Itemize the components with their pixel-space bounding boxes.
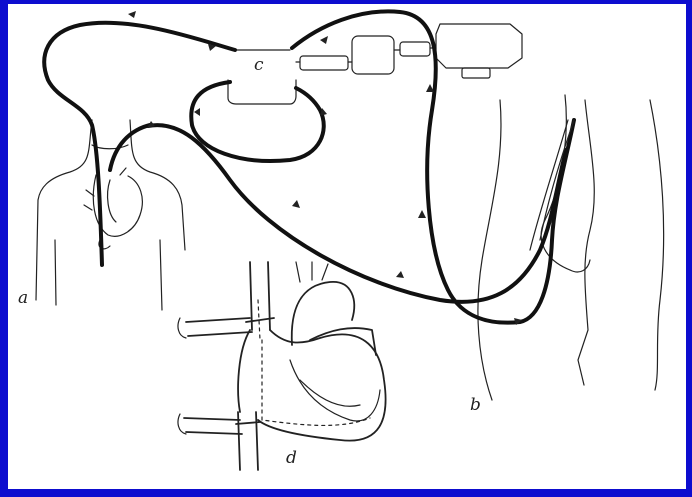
detailed-heart-sketch xyxy=(178,262,386,470)
label-c: c xyxy=(254,55,264,75)
label-a: a xyxy=(18,288,28,308)
flow-arrows xyxy=(128,11,522,325)
label-d: d xyxy=(286,448,297,468)
label-b: b xyxy=(470,395,481,415)
pump-components xyxy=(296,24,522,78)
perfusion-tubing xyxy=(44,11,574,322)
torso-heart-sketch xyxy=(84,168,142,249)
